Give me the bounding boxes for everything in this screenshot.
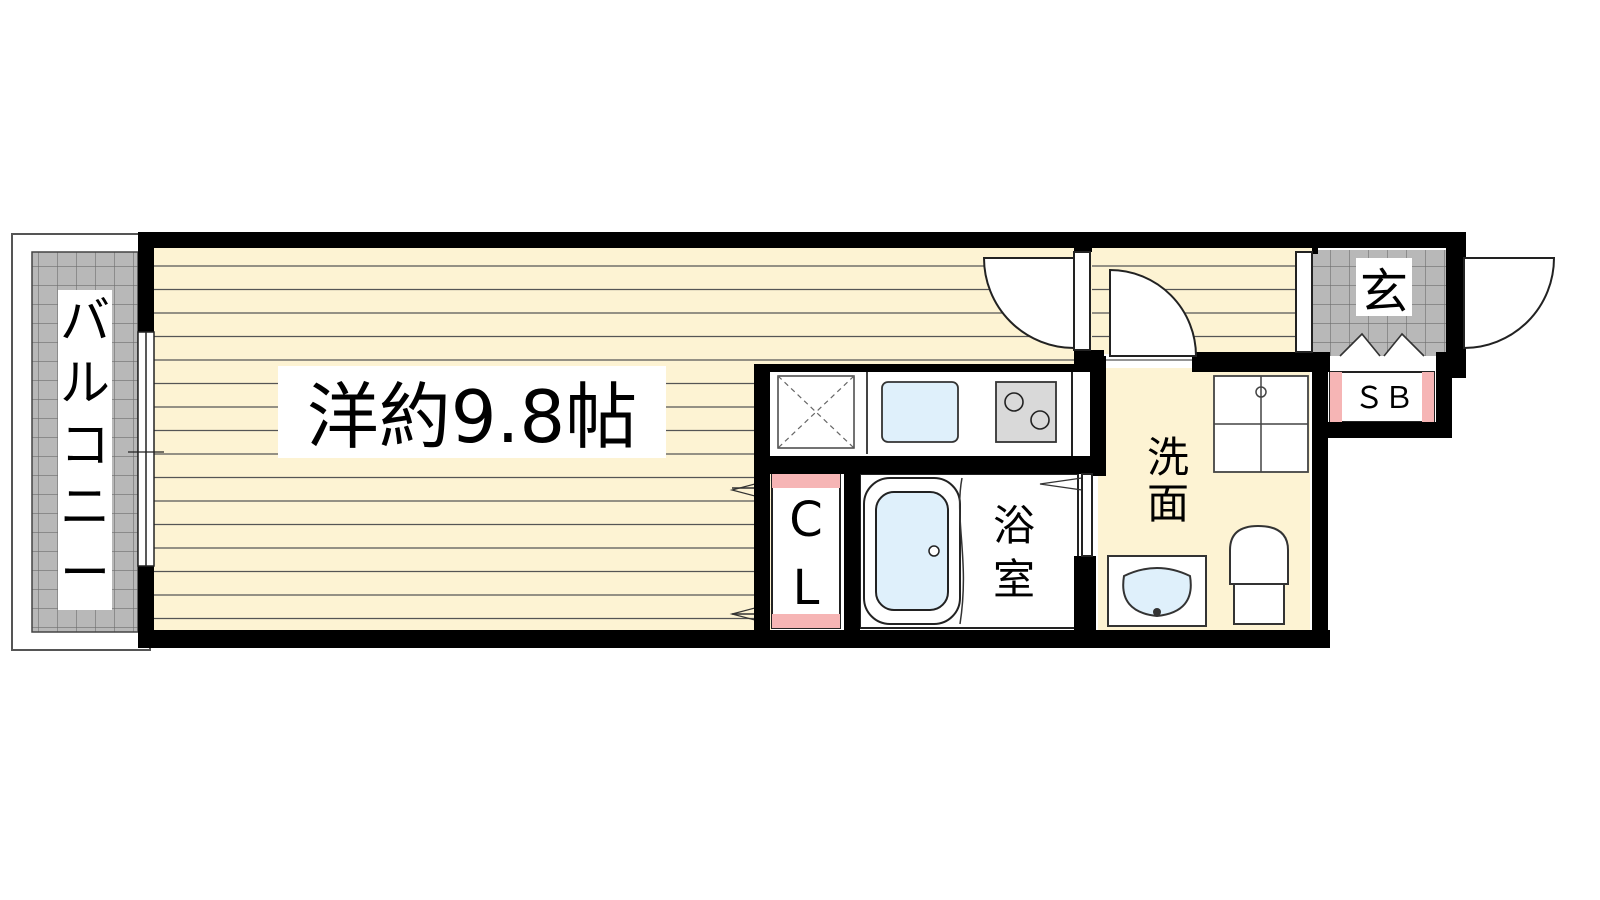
bathtub [875, 491, 949, 611]
entrance: 玄 ＳＢ [1312, 250, 1446, 423]
walls [138, 232, 1466, 648]
washroom: 洗 面 [1098, 368, 1310, 630]
door-room [982, 257, 1075, 350]
balcony [11, 233, 151, 651]
kitchen [765, 367, 1073, 459]
balcony-char-5: ー [60, 544, 110, 602]
shoe-box-label: ＳＢ [1354, 381, 1414, 416]
bath-label-2: 室 [993, 555, 1035, 604]
doors [982, 251, 1556, 557]
washbasin [1122, 567, 1192, 618]
washroom-label-2: 面 [1147, 479, 1189, 528]
sink [881, 381, 959, 443]
balcony-char-2: ル [60, 354, 110, 412]
western-room-label: 洋約9.8帖 [307, 375, 638, 459]
stove-icon [995, 381, 1057, 443]
balcony-char-3: コ [60, 416, 110, 474]
door-entrance [1463, 257, 1556, 350]
bath-label-1: 浴 [993, 501, 1035, 550]
bathroom: 浴 室 [859, 473, 1083, 629]
balcony-window [128, 331, 164, 567]
balcony-char-4: ニ [60, 478, 110, 536]
closet-label-l: L [793, 560, 820, 616]
room-label-bg [278, 366, 666, 458]
floor-hatching [154, 265, 1296, 620]
balcony-label: バ ル コ ニ ー [60, 292, 110, 602]
entrance-label: 玄 [1360, 264, 1408, 320]
closet-label-c: C [789, 492, 823, 548]
balcony-char-1: バ [60, 292, 110, 350]
door-washroom [1109, 268, 1198, 357]
toilet-icon [1229, 524, 1289, 585]
washroom-label-1: 洗 [1147, 433, 1189, 482]
shoe-box [1329, 371, 1435, 423]
